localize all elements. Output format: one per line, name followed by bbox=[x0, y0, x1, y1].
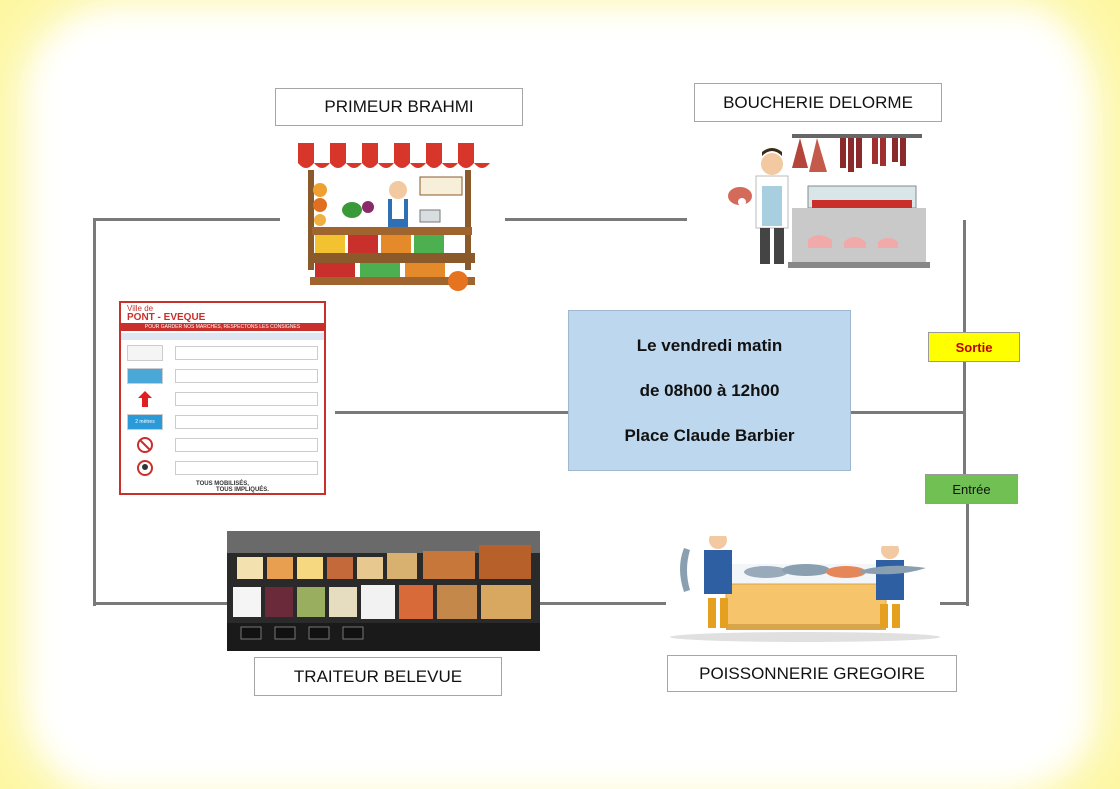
deli-display-illustration bbox=[227, 531, 540, 651]
poster-rule-text bbox=[175, 368, 318, 383]
poster-header: Ville de PONT - EVEQUE bbox=[121, 303, 324, 323]
connector-bottom-middle bbox=[540, 602, 666, 605]
schedule-box: Le vendredi matin de 08h00 à 12h00 Place… bbox=[568, 310, 851, 471]
poster-town-line2: PONT - EVEQUE bbox=[127, 312, 206, 323]
connector-right-bottom-vertical bbox=[966, 503, 969, 606]
greengrocer-stall-illustration bbox=[298, 143, 490, 291]
stall-label-boucherie: BOUCHERIE DELORME bbox=[694, 83, 942, 122]
schedule-day: Le vendredi matin bbox=[636, 335, 783, 355]
poster-rule-text bbox=[175, 437, 318, 452]
poster-subbanner bbox=[121, 333, 324, 340]
poster-rule-row: 2 mètres bbox=[127, 411, 318, 432]
poster-rule-text bbox=[175, 414, 318, 429]
poster-rule-row bbox=[127, 365, 318, 386]
connector-right-mid-vertical bbox=[963, 362, 966, 474]
butcher-illustration bbox=[728, 134, 930, 268]
poster-rule-text bbox=[175, 345, 318, 360]
fishmonger-illustration bbox=[670, 530, 940, 642]
poster-rule-text bbox=[175, 391, 318, 406]
poster-town-line1: Ville de bbox=[127, 304, 154, 313]
poster-rule-row bbox=[127, 342, 318, 363]
connector-right-top-vertical bbox=[963, 220, 966, 332]
distance-icon: 2 mètres bbox=[127, 413, 163, 430]
group-limit-icon bbox=[127, 459, 163, 476]
connector-top-left bbox=[94, 218, 280, 221]
connector-bottom-left bbox=[94, 602, 228, 605]
certificate-icon bbox=[127, 344, 163, 361]
connector-center-left bbox=[335, 411, 568, 414]
no-touch-icon bbox=[127, 436, 163, 453]
hand-gel-icon bbox=[127, 367, 163, 384]
covid-rules-poster: Ville de PONT - EVEQUE POUR GARDER NOS M… bbox=[119, 301, 326, 495]
connector-bottom-right bbox=[940, 602, 969, 605]
connector-left-vertical bbox=[93, 218, 96, 606]
arrow-up-icon bbox=[127, 390, 163, 407]
schedule-place: Place Claude Barbier bbox=[624, 425, 795, 445]
poster-banner: POUR GARDER NOS MARCHÉS, RESPECTONS LES … bbox=[121, 323, 324, 331]
stall-label-primeur: PRIMEUR BRAHMI bbox=[275, 88, 523, 126]
poster-footer-line2: TOUS IMPLIQUÉS. bbox=[216, 487, 269, 493]
poster-rule-row bbox=[127, 434, 318, 455]
poster-rule-row bbox=[127, 388, 318, 409]
exit-tag: Sortie bbox=[928, 332, 1020, 362]
poster-rule-row bbox=[127, 457, 318, 478]
entry-tag: Entrée bbox=[925, 474, 1018, 504]
connector-top-middle bbox=[505, 218, 687, 221]
schedule-hours: de 08h00 à 12h00 bbox=[639, 380, 780, 400]
stall-label-traiteur: TRAITEUR BELEVUE bbox=[254, 657, 502, 696]
poster-rule-text bbox=[175, 460, 318, 475]
poster-footer-line1: TOUS MOBILISÉS, bbox=[196, 481, 249, 487]
connector-center-right bbox=[851, 411, 963, 414]
stall-label-poissonnerie: POISSONNERIE GREGOIRE bbox=[667, 655, 957, 692]
